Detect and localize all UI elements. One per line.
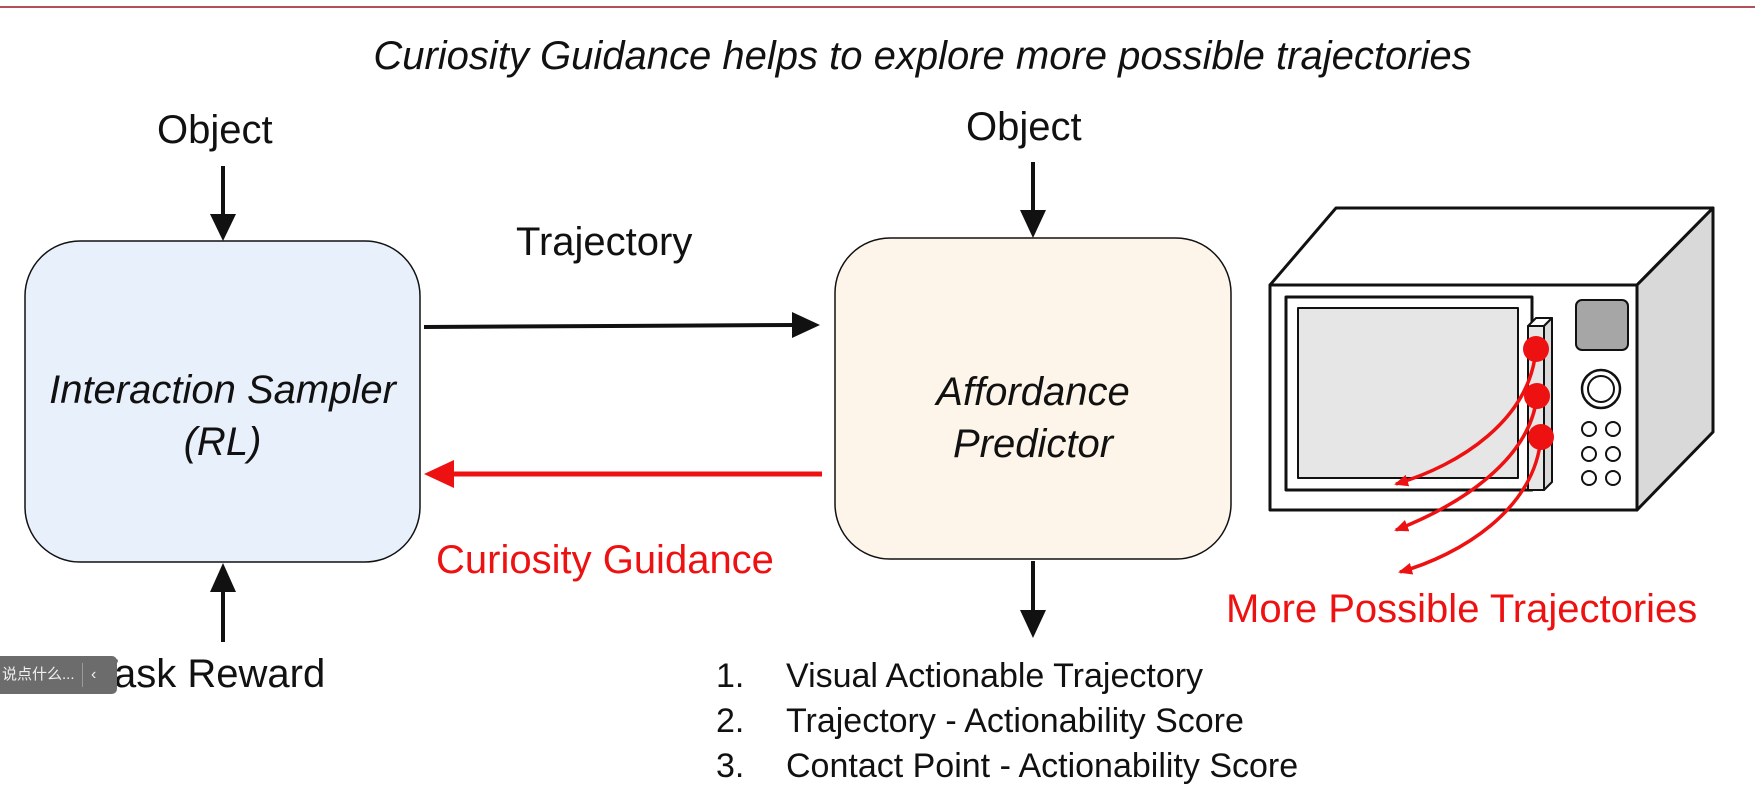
top-divider: [0, 6, 1755, 8]
interaction-sampler-box: [24, 240, 421, 563]
reward-to-sampler-arrow: [210, 563, 236, 642]
trajectory-curve-2: [1394, 395, 1539, 532]
sampler-subtitle: (RL): [183, 420, 262, 464]
contact-point-1: [1523, 336, 1549, 362]
trajectory-curve-3: [1398, 436, 1543, 575]
contact-points: [1523, 336, 1554, 450]
pill-divider: [82, 663, 83, 687]
more-trajectories-label: More Possible Trajectories: [1226, 587, 1698, 631]
comment-placeholder[interactable]: 说点什么...: [2, 666, 75, 683]
object-to-sampler-arrow: [210, 166, 236, 241]
sampler-title: Interaction Sampler: [49, 368, 396, 412]
chevron-left-icon[interactable]: ‹: [91, 666, 97, 683]
predictor-outputs-list: 1.Visual Actionable Trajectory 2.Traject…: [716, 654, 1298, 786]
contact-point-3: [1528, 424, 1554, 450]
microwave-illustration: [1268, 206, 1715, 512]
object-label-right: Object: [966, 105, 1082, 149]
curiosity-guidance-label: Curiosity Guidance: [436, 538, 774, 582]
object-label-left: Object: [157, 108, 273, 152]
comment-input-pill[interactable]: 说点什么... ‹: [0, 656, 117, 694]
predictor-box-label: Affordance Predictor: [835, 366, 1231, 470]
task-reward-label: Task Reward: [94, 652, 326, 696]
contact-point-2: [1524, 383, 1550, 409]
list-item: 3.Contact Point - Actionability Score: [716, 747, 1299, 785]
trajectory-arrow: [423, 312, 820, 338]
list-item: 2.Trajectory - Actionability Score: [716, 702, 1244, 740]
object-to-predictor-arrow: [1020, 162, 1046, 238]
predictor-title-line1: Affordance: [936, 370, 1130, 414]
slide-title: Curiosity Guidance helps to explore more…: [373, 34, 1472, 78]
list-item: 1.Visual Actionable Trajectory: [716, 657, 1204, 695]
possible-trajectories: [1394, 348, 1543, 575]
sampler-box-label: Interaction Sampler (RL): [25, 364, 420, 468]
trajectory-curve-1: [1394, 348, 1538, 487]
predictor-output-arrow: [1020, 561, 1046, 638]
predictor-title-line2: Predictor: [952, 422, 1114, 466]
curiosity-guidance-arrow: [424, 460, 822, 488]
trajectory-label: Trajectory: [516, 220, 693, 264]
